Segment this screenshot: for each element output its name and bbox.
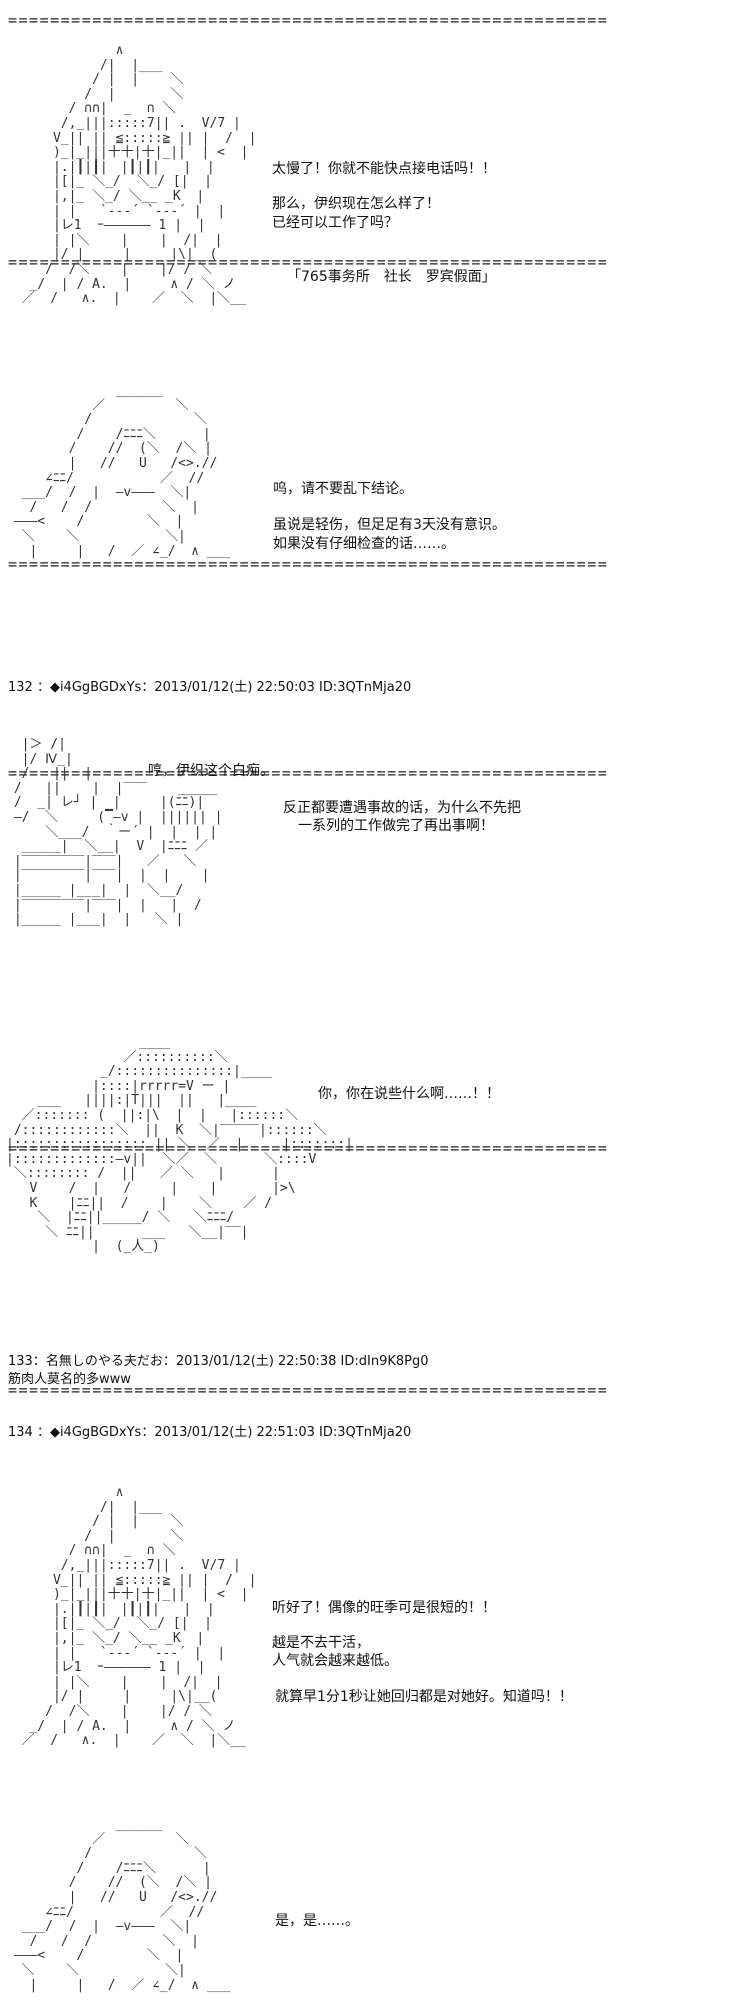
dialogue-line: 越是不去干活， bbox=[272, 1635, 370, 1651]
dialogue-line: 太慢了！你就不能快点接电话吗！！ bbox=[272, 161, 496, 177]
separator-rule: ========================================… bbox=[8, 14, 608, 26]
ascii-art-boss: ∧ /| |___ / | | ＼ / | ＼ / ∩∩| _ ∩ ＼ /,_|… bbox=[21, 43, 257, 307]
dialogue-line: 如果没有仔细检查的话……。 bbox=[273, 536, 455, 552]
separator-rule: ========================================… bbox=[8, 256, 608, 268]
speaker-label: 「765事务所 社长 罗宾假面」 bbox=[287, 269, 496, 285]
ascii-art-iori: ______ ／ ＼ / ＼ / /ﾆﾆﾆ＼ | / // (＼ /＼ | | … bbox=[13, 383, 231, 559]
dialogue-line: 哼，伊织这个白痴。 bbox=[148, 763, 274, 779]
ascii-art-boss: ∧ /| |___ / | | ＼ / | ＼ / ∩∩| _ ∩ ＼ /,_|… bbox=[21, 1485, 257, 1749]
post-header: 134 ：◆i4GgBGDxYs：2013/01/12(土) 22:51:03 … bbox=[8, 1425, 412, 1440]
dialogue-line: 就算早1分1秒让她回归都是对她好。知道吗！！ bbox=[275, 1689, 573, 1705]
separator-rule: ========================================… bbox=[8, 1384, 608, 1396]
ascii-art-hmph: |＞ /| |/ Ⅳ_| / || | / || | |‾‾‾ _____ / … bbox=[13, 737, 223, 928]
dialogue-line: 一系列的工作做完了再出事啊！ bbox=[298, 818, 494, 834]
dialogue-line: 那么，伊织现在怎么样了！ bbox=[272, 196, 440, 212]
post-header: 133：名無しのやる夫だお：2013/01/12(土) 22:50:38 ID:… bbox=[8, 1354, 429, 1369]
separator-rule: ========================================… bbox=[8, 1142, 608, 1154]
dialogue-line: 人气就会越来越低。 bbox=[272, 1653, 398, 1669]
dialogue-line: 是，是……。 bbox=[275, 1913, 359, 1929]
separator-rule: ========================================… bbox=[8, 558, 608, 570]
separator-rule: ========================================… bbox=[8, 767, 608, 779]
ascii-art-iori: ______ ／ ＼ / ＼ / /ﾆﾆﾆ＼ | / // (＼ /＼ | | … bbox=[13, 1817, 231, 1993]
dialogue-line: 呜，请不要乱下结论。 bbox=[273, 481, 413, 497]
dialogue-line: 反正都要遭遇事故的话，为什么不先把 bbox=[283, 800, 521, 816]
dialogue-line: 听好了！偶像的旺季可是很短的！！ bbox=[272, 1600, 496, 1616]
ascii-art-chubby: ____ ／::::::::::＼ _/:::::::::::::::|____… bbox=[6, 1035, 353, 1255]
post-header: 132 ：◆i4GgBGDxYs：2013/01/12(土) 22:50:03 … bbox=[8, 680, 412, 695]
dialogue-line: 你，你在说些什么啊……！！ bbox=[318, 1086, 500, 1102]
post-body: 筋肉人莫名的多www bbox=[8, 1372, 131, 1387]
dialogue-line: 虽说是轻伤，但足足有3天没有意识。 bbox=[273, 517, 506, 533]
dialogue-line: 已经可以工作了吗？ bbox=[272, 215, 398, 231]
